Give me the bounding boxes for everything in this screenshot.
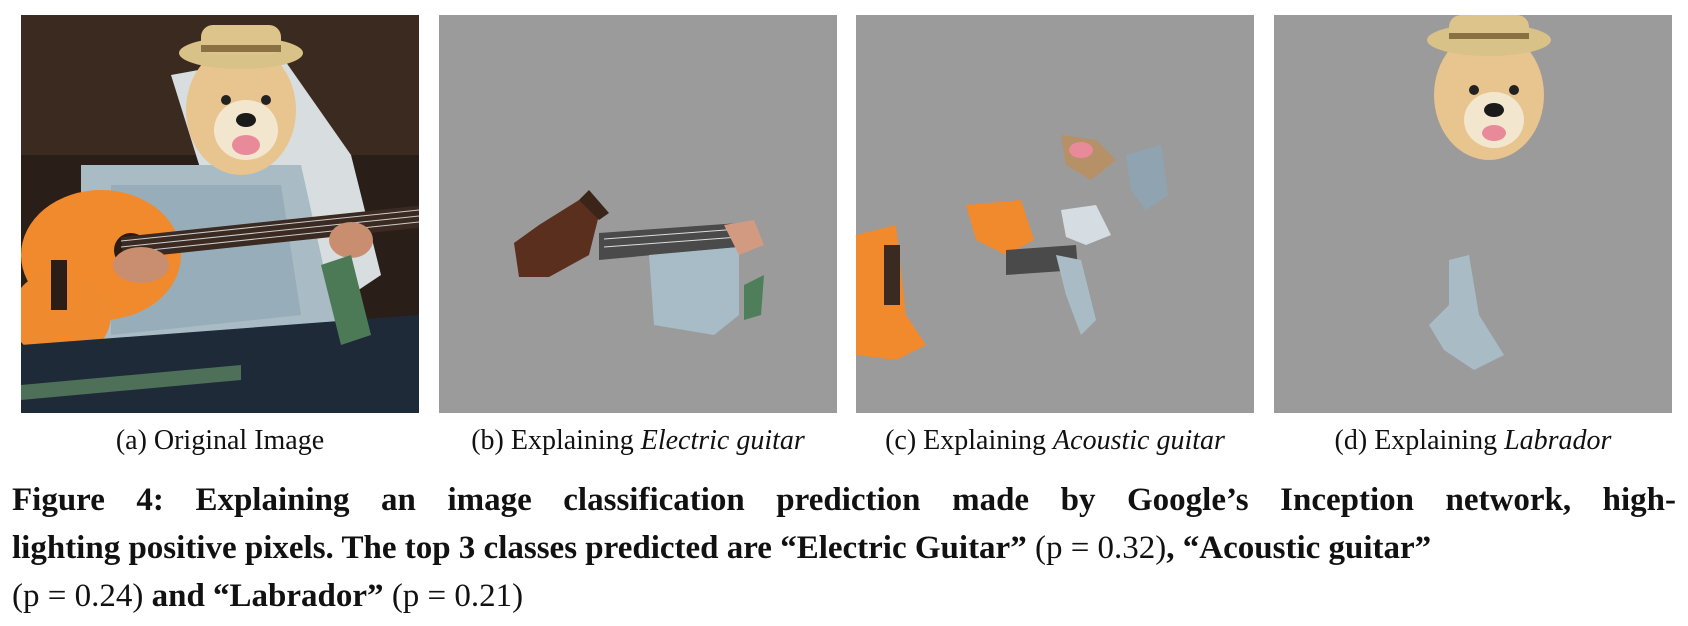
figure-caption-line-2: lighting positive pixels. The top 3 clas… [12,530,1432,566]
figure-caption-line-3: (p = 0.24) and “Labrador” (p = 0.21) [12,578,524,614]
caption-b: (b) Explaining Electric guitar [471,425,805,456]
explanation-acoustic-guitar [856,15,1254,413]
electric-guitar-mask [439,15,837,413]
caption-d: (d) Explaining Labrador [1334,425,1612,456]
original-image-drawing [21,15,419,413]
explanation-electric-guitar [439,15,837,413]
figure-caption: Figure 4: Explaining an image classifica… [12,476,1676,620]
caption-a: (a) Original Image [115,425,325,456]
acoustic-guitar-mask [856,15,1254,413]
original-image [21,15,419,413]
caption-c: (c) Explaining Acoustic guitar [885,425,1225,456]
labrador-mask [1274,15,1672,413]
explanation-labrador [1274,15,1672,413]
figure-caption-line-1: Figure 4: Explaining an image classifica… [12,482,1676,518]
